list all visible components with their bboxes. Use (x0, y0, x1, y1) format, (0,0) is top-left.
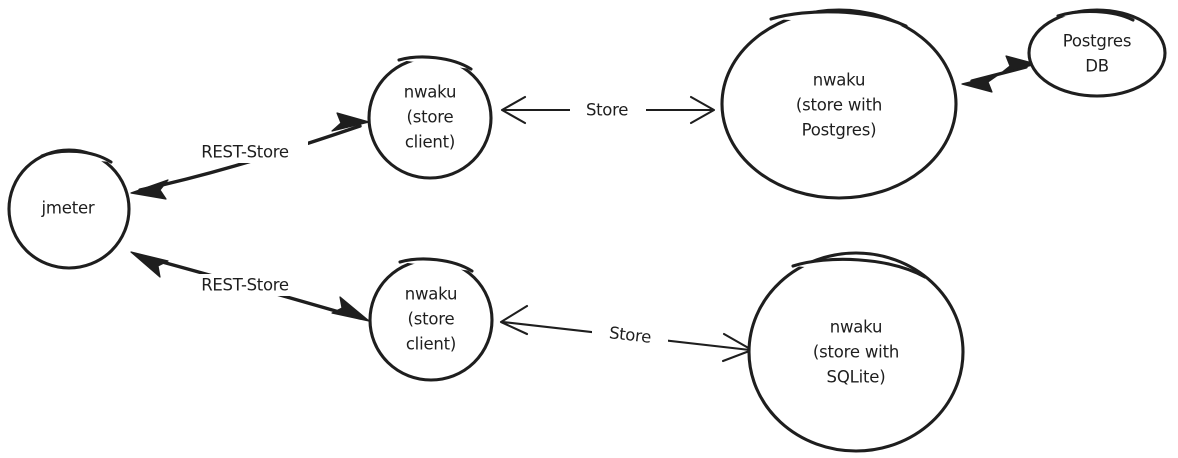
node-label-line-1: Postgres (1063, 32, 1132, 51)
node-store-with-sqlite[interactable]: nwaku (store with SQLite) (747, 251, 965, 453)
node-label-line-3: client) (406, 335, 456, 354)
node-shape-sketch-overstroke (769, 10, 908, 28)
edge-jmeter-to-store-client-top[interactable]: REST-Store (130, 112, 370, 200)
node-label-line-2: DB (1085, 57, 1109, 76)
arrowhead-right (689, 95, 716, 125)
node-label-line-3: Postgres) (802, 121, 877, 140)
arrowhead-left (130, 179, 169, 200)
node-store-client-bottom[interactable]: nwaku (store client) (368, 257, 494, 382)
edge-label-backdrop (592, 324, 668, 346)
node-label-line-2: (store with (796, 96, 882, 115)
edge-label-rest-store-top: REST-Store (201, 143, 289, 162)
node-label-line-3: SQLite) (827, 368, 886, 387)
node-shape-sketch-overstroke (791, 257, 927, 279)
node-shape-sketch-overstroke (398, 257, 474, 273)
node-shape-sketch-overstroke (40, 149, 113, 164)
edge-label-backdrop (180, 141, 308, 163)
edge-label-rest-store-bottom: REST-Store (201, 276, 289, 295)
arrowhead-right (999, 55, 1037, 75)
node-shape (747, 251, 965, 453)
node-label-line-3: client) (405, 133, 455, 152)
node-label-line-1: nwaku (404, 83, 457, 102)
node-shape (1027, 8, 1167, 98)
arrowhead-right (331, 296, 370, 322)
node-shape-sketch-overstroke (397, 55, 473, 71)
edge-label-store-bottom: Store (608, 323, 652, 347)
node-label-line-1: jmeter (40, 199, 94, 218)
node-postgres-db[interactable]: Postgres DB (1027, 8, 1167, 98)
node-label-line-1: nwaku (405, 285, 458, 304)
edge-label-backdrop (180, 274, 308, 296)
node-store-with-postgres[interactable]: nwaku (store with Postgres) (720, 8, 958, 200)
node-label-line-2: (store (408, 310, 455, 329)
edge-jmeter-to-store-client-bottom[interactable]: REST-Store (130, 251, 370, 322)
arrowhead-left (500, 95, 527, 125)
node-shape-sketch-overstroke (1056, 9, 1135, 22)
edge-label-backdrop (570, 99, 646, 121)
node-label-line-2: (store with (813, 343, 899, 362)
node-label-line-2: (store (407, 108, 454, 127)
edge-store-postgres-to-postgres-db[interactable] (961, 55, 1037, 93)
edge-store-client-bottom-to-store-sqlite[interactable]: Store (499, 304, 754, 363)
arrowhead-right (331, 112, 370, 132)
node-label-line-1: nwaku (830, 318, 883, 337)
arrowhead-left (130, 251, 169, 278)
node-label-line-1: nwaku (813, 71, 866, 90)
node-store-client-top[interactable]: nwaku (store client) (367, 55, 493, 180)
arrowhead-left (961, 74, 999, 93)
arrowhead-left (499, 304, 529, 336)
edge-label-store-top: Store (586, 101, 628, 120)
node-jmeter[interactable]: jmeter (7, 148, 131, 270)
edge-store-client-top-to-store-postgres[interactable]: Store (500, 95, 716, 125)
node-shape (720, 8, 958, 200)
